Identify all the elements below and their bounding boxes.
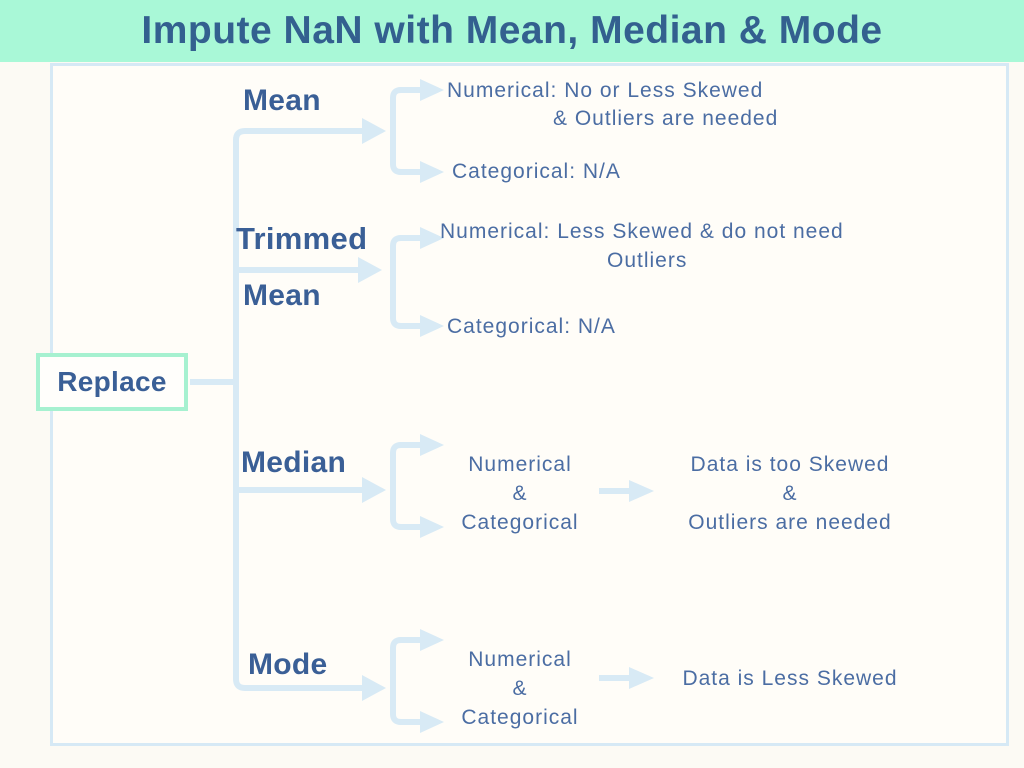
- mean-numerical-line2: & Outliers are needed: [553, 107, 779, 130]
- mean-branch-arrow: [250, 79, 444, 183]
- branch-label-median: Median: [241, 446, 347, 479]
- median-outcome-line2: &: [782, 482, 798, 505]
- median-outcome-block: Data is too Skewed & Outliers are needed: [650, 450, 930, 537]
- mean-numerical-line1: Numerical: No or Less Skewed: [447, 79, 764, 102]
- arrowhead-icon: [362, 477, 386, 503]
- arrowhead-icon: [629, 480, 654, 502]
- median-applies-line3: Categorical: [461, 511, 579, 534]
- median-outcome-line1: Data is too Skewed: [690, 453, 890, 476]
- branch-label-mode: Mode: [248, 648, 328, 681]
- branch-label-trimmed: Trimmed: [236, 221, 368, 256]
- mode-branch-arrow: [250, 629, 654, 733]
- median-applies-line2: &: [512, 482, 528, 505]
- arrowhead-icon: [420, 315, 444, 337]
- median-applies-block: Numerical & Categorical: [445, 450, 595, 537]
- trimmed-numerical-line2: Outliers: [607, 249, 688, 272]
- page-title: Impute NaN with Mean, Median & Mode: [141, 9, 883, 52]
- trimmed-mean-branch-arrow: [236, 227, 444, 337]
- root-node-replace: Replace: [36, 353, 188, 411]
- median-applies-line1: Numerical: [468, 453, 572, 476]
- arrowhead-icon: [629, 667, 654, 689]
- arrowhead-icon: [420, 516, 444, 538]
- arrowhead-icon: [420, 161, 444, 183]
- mean-categorical: Categorical: N/A: [452, 160, 621, 183]
- arrowhead-icon: [420, 79, 444, 101]
- trimmed-numerical-line1: Numerical: Less Skewed & do not need: [440, 220, 844, 243]
- arrowhead-icon: [420, 629, 444, 651]
- replace-label: Replace: [57, 366, 167, 397]
- arrowhead-icon: [362, 118, 386, 144]
- mode-applies-line1: Numerical: [468, 648, 572, 671]
- mode-applies-line2: &: [512, 677, 528, 700]
- tree-trunk: [233, 128, 254, 691]
- mode-outcome-line1: Data is Less Skewed: [682, 667, 898, 690]
- arrowhead-icon: [362, 675, 386, 701]
- mode-applies-block: Numerical & Categorical: [445, 645, 595, 732]
- median-outcome-line3: Outliers are needed: [688, 511, 892, 534]
- trimmed-categorical: Categorical: N/A: [447, 315, 616, 338]
- arrowhead-icon: [358, 257, 382, 283]
- mode-outcome-block: Data is Less Skewed: [655, 664, 925, 693]
- arrowhead-icon: [420, 711, 444, 733]
- mode-applies-line3: Categorical: [461, 706, 579, 729]
- arrowhead-icon: [420, 434, 444, 456]
- branch-label-mean: Mean: [243, 84, 321, 117]
- median-branch-arrow: [236, 434, 654, 538]
- title-banner: Impute NaN with Mean, Median & Mode: [0, 0, 1024, 62]
- arrowhead-icon: [420, 227, 444, 249]
- branch-label-trimmed-mean: Mean: [243, 279, 321, 312]
